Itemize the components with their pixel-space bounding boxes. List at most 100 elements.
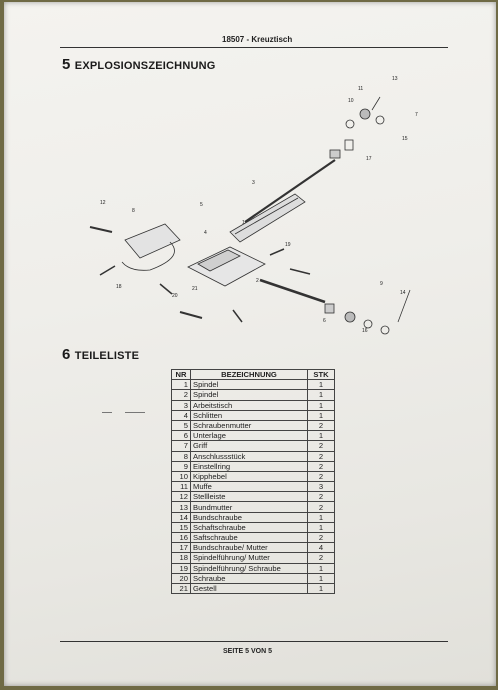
part-quantity-cell: 2 xyxy=(307,450,335,462)
part-name-cell: Einstellring xyxy=(190,460,308,472)
part-number-cell: 11 xyxy=(171,481,191,493)
part-name-cell: Schraubenmutter xyxy=(190,419,308,432)
part-quantity-cell: 1 xyxy=(307,399,335,411)
part-quantity-cell: 1 xyxy=(307,511,335,523)
part-name-cell: Anschlussstück xyxy=(190,450,308,462)
part-quantity-cell: 1 xyxy=(307,379,335,391)
column-header-nr: NR xyxy=(171,368,191,381)
part-quantity-cell: 1 xyxy=(307,562,335,574)
part-number-cell: 16 xyxy=(171,531,191,544)
svg-text:6: 6 xyxy=(323,318,326,324)
svg-text:8: 8 xyxy=(132,208,135,214)
spindle-upper xyxy=(244,159,336,223)
part-number-cell: 5 xyxy=(171,419,191,432)
part-number-cell: 3 xyxy=(171,399,191,411)
part-name-cell: Stellleiste xyxy=(190,491,308,503)
part-number-cell: 7 xyxy=(171,440,191,452)
part-name-cell: Unterlage xyxy=(190,430,308,442)
section-heading-explosionszeichnung: 5 EXPLOSIONSZEICHNUNG xyxy=(62,56,216,74)
part-number-cell: 14 xyxy=(171,511,191,523)
clamp-handle xyxy=(121,241,175,271)
part-quantity-cell: 2 xyxy=(307,531,335,544)
part-number-cell: 13 xyxy=(171,501,191,513)
svg-text:12: 12 xyxy=(100,200,106,206)
part-name-cell: Spindel xyxy=(190,389,308,401)
svg-text:21: 21 xyxy=(192,286,198,292)
section-number: 5 xyxy=(62,56,71,73)
part-number-cell: 9 xyxy=(171,460,191,472)
part-name-cell: Spindel xyxy=(190,379,308,391)
part-quantity-cell: 2 xyxy=(307,491,335,503)
svg-text:2: 2 xyxy=(256,278,259,284)
gib-strip xyxy=(89,226,113,233)
svg-text:15: 15 xyxy=(402,136,408,142)
column-header-stk: STK xyxy=(307,368,335,381)
svg-text:17: 17 xyxy=(366,156,372,162)
part-name-cell: Gestell xyxy=(190,582,308,595)
part-quantity-cell: 1 xyxy=(307,582,335,595)
part-quantity-cell: 2 xyxy=(307,440,335,452)
svg-text:18: 18 xyxy=(116,284,122,290)
handle-knob-bottom xyxy=(344,311,356,323)
part-number-cell: 10 xyxy=(171,470,191,483)
callout-numbers: 1 2 3 4 5 6 7 8 9 10 11 12 13 14 15 16 1… xyxy=(100,76,418,334)
part-quantity-cell: 1 xyxy=(307,572,335,584)
footer-rule xyxy=(60,641,448,642)
svg-text:16: 16 xyxy=(362,328,368,334)
part-quantity-cell: 1 xyxy=(307,430,335,442)
exploded-view-diagram: 1 2 3 4 5 6 7 8 9 10 11 12 13 14 15 16 1… xyxy=(89,76,418,335)
part-quantity-cell: 2 xyxy=(307,460,335,472)
part-name-cell: Bundmutter xyxy=(190,501,308,513)
header-rule xyxy=(60,47,448,48)
svg-text:9: 9 xyxy=(380,281,383,287)
page-number: SEITE 5 VON 5 xyxy=(223,648,273,655)
svg-text:11: 11 xyxy=(358,86,363,92)
part-quantity-cell: 4 xyxy=(307,542,335,554)
part-quantity-cell: 2 xyxy=(307,419,335,432)
part-name-cell: Kipphebel xyxy=(190,470,308,483)
part-number-cell: 19 xyxy=(171,562,191,574)
part-number-cell: 15 xyxy=(171,521,191,534)
svg-text:20: 20 xyxy=(172,293,178,299)
part-name-cell: Bundschraube/ Mutter xyxy=(190,542,308,554)
svg-text:10: 10 xyxy=(348,98,354,104)
part-number-cell: 17 xyxy=(171,542,191,554)
part-name-cell: Schraube xyxy=(190,572,308,584)
section-title: TEILELISTE xyxy=(74,350,140,362)
part-name-cell: Griff xyxy=(190,440,308,452)
header-title: 18507 - Kreuztisch xyxy=(222,35,293,44)
part-number-cell: 20 xyxy=(171,572,191,584)
part-name-cell: Saftschraube xyxy=(190,531,308,544)
part-quantity-cell: 3 xyxy=(307,481,335,493)
part-quantity-cell: 1 xyxy=(307,389,335,401)
section-heading-teileliste: 6 TEILELISTE xyxy=(62,346,139,364)
part-number-cell: 4 xyxy=(171,409,191,421)
section-title: EXPLOSIONSZEICHNUNG xyxy=(74,60,216,72)
svg-text:5: 5 xyxy=(200,202,203,208)
part-number-cell: 2 xyxy=(171,389,191,401)
svg-text:3: 3 xyxy=(252,180,255,186)
section-number: 6 xyxy=(62,346,71,363)
part-name-cell: Spindelführung/ Schraube xyxy=(190,562,308,574)
part-name-cell: Arbeitstisch xyxy=(190,399,308,411)
part-number-cell: 18 xyxy=(171,552,191,564)
handle-knob-top xyxy=(359,108,371,120)
part-number-cell: 12 xyxy=(171,491,191,503)
part-quantity-cell: 2 xyxy=(307,470,335,483)
